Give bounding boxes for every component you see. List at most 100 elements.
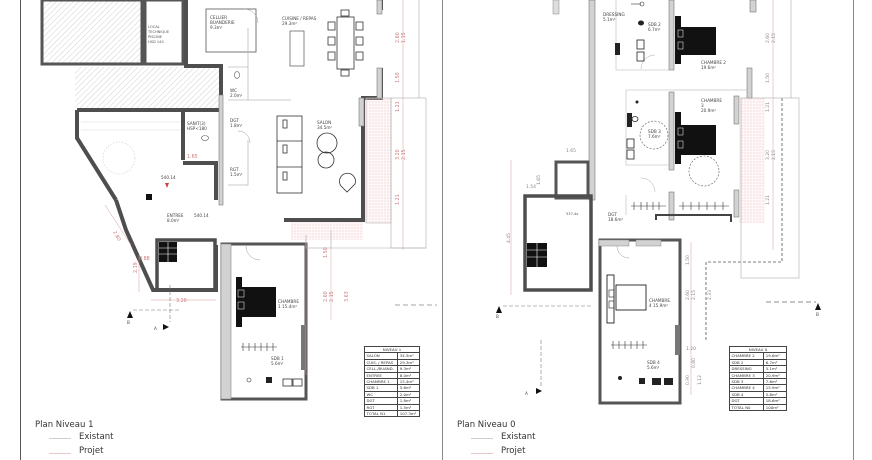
plan-title: Plan Niveau 1 bbox=[35, 420, 94, 430]
svg-text:2.15: 2.15 bbox=[401, 149, 407, 160]
legend-label-existant: Existant bbox=[501, 432, 536, 442]
svg-text:3.20: 3.20 bbox=[765, 150, 771, 160]
svg-text:CUISINE / REPAS: CUISINE / REPAS bbox=[282, 16, 317, 21]
bed-chambre-4 bbox=[606, 274, 647, 324]
svg-text:1.50: 1.50 bbox=[685, 255, 691, 265]
svg-text:B: B bbox=[127, 320, 130, 325]
dim-label: 2.60 bbox=[395, 32, 401, 43]
svg-text:1.50: 1.50 bbox=[323, 247, 329, 258]
wardrobes bbox=[631, 202, 729, 210]
svg-text:4.45: 4.45 bbox=[506, 233, 512, 243]
svg-text:18.6m²: 18.6m² bbox=[608, 217, 623, 222]
svg-text:7.6m²: 7.6m² bbox=[648, 134, 661, 139]
svg-text:1.21: 1.21 bbox=[395, 194, 401, 205]
svg-text:RGT: RGT bbox=[230, 167, 239, 172]
svg-text:3.63: 3.63 bbox=[344, 291, 350, 302]
svg-text:1.5m²: 1.5m² bbox=[230, 172, 243, 177]
table-row: CELL./BUAND.9.3m² bbox=[363, 365, 420, 373]
svg-text:34.5m²: 34.5m² bbox=[317, 125, 332, 130]
svg-text:DGT: DGT bbox=[608, 212, 617, 217]
svg-text:1.65: 1.65 bbox=[187, 154, 198, 160]
svg-text:LOCAL: LOCAL bbox=[148, 25, 160, 29]
svg-text:1.8m²: 1.8m² bbox=[230, 123, 243, 128]
area-table-header: NIVEAU 1 bbox=[364, 345, 420, 354]
svg-text:2.0m²: 2.0m² bbox=[230, 93, 243, 98]
svg-text:TECHNIQUE: TECHNIQUE bbox=[147, 30, 170, 34]
svg-text:1.65: 1.65 bbox=[536, 175, 542, 185]
svg-text:WC: WC bbox=[230, 88, 237, 93]
svg-text:SDB 4: SDB 4 bbox=[647, 360, 660, 365]
sdb-2-fixtures bbox=[615, 1, 645, 62]
svg-text:1.65: 1.65 bbox=[566, 148, 576, 154]
svg-text:SDB 2: SDB 2 bbox=[648, 22, 661, 27]
armchair bbox=[339, 172, 356, 193]
area-table-header: NIVEAU 0 bbox=[729, 345, 787, 354]
section-marker-b: B bbox=[127, 309, 181, 325]
sdb-1-fixtures bbox=[246, 377, 303, 387]
svg-text:CHAMBRE 2: CHAMBRE 2 bbox=[701, 60, 726, 65]
svg-text:B: B bbox=[816, 312, 819, 317]
svg-text:2.33: 2.33 bbox=[707, 290, 713, 300]
terrace-tiles bbox=[365, 97, 392, 224]
kitchen-island bbox=[289, 30, 305, 67]
svg-text:A: A bbox=[154, 326, 157, 331]
svg-text:2.15: 2.15 bbox=[329, 291, 335, 302]
floor-plan-niveau-1: 2.60 1.15 1.50 1.21 3.20 2.15 1.21 1.65 … bbox=[40, 0, 437, 401]
bed-chambre-2 bbox=[675, 16, 716, 64]
svg-text:6.7m²: 6.7m² bbox=[648, 27, 661, 32]
svg-text:537.4x: 537.4x bbox=[566, 212, 579, 216]
wardrobe-chambre-1 bbox=[241, 343, 277, 351]
svg-text:2.19: 2.19 bbox=[133, 262, 139, 273]
svg-text:0.88: 0.88 bbox=[139, 256, 150, 262]
svg-text:2.60: 2.60 bbox=[323, 291, 329, 302]
svg-text:CHAMBRE: CHAMBRE bbox=[649, 298, 670, 303]
legend-label-existant: Existant bbox=[79, 432, 114, 442]
svg-text:19.6m²: 19.6m² bbox=[701, 65, 716, 70]
sdb-3-fixtures bbox=[626, 100, 669, 160]
svg-text:0.80: 0.80 bbox=[691, 358, 697, 368]
legend-label-projet: Projet bbox=[501, 446, 526, 456]
svg-text:3.20: 3.20 bbox=[176, 298, 187, 304]
svg-text:9.3m²: 9.3m² bbox=[210, 25, 223, 30]
svg-text:5.1m²: 5.1m² bbox=[603, 17, 616, 22]
svg-text:1.12: 1.12 bbox=[697, 375, 703, 385]
section-marker-a: A bbox=[154, 285, 171, 331]
column bbox=[146, 194, 152, 200]
svg-text:540.14: 540.14 bbox=[194, 213, 209, 218]
svg-text:SDB 3: SDB 3 bbox=[648, 129, 661, 134]
section-marker-b-right: B bbox=[815, 303, 821, 317]
svg-text:DGT: DGT bbox=[230, 118, 239, 123]
floor-plan-niveau-0: 2.60 2.15 1.50 1.21 3.20 2.15 1.21 1.65 … bbox=[496, 0, 821, 405]
svg-text:3: 3 bbox=[701, 103, 704, 108]
level-marker-icon bbox=[165, 183, 169, 188]
svg-text:A: A bbox=[525, 391, 528, 396]
svg-text:5.6m²: 5.6m² bbox=[271, 361, 284, 366]
legend-line-existant bbox=[471, 438, 493, 439]
bed-chambre-1 bbox=[236, 277, 276, 327]
svg-text:1.21: 1.21 bbox=[395, 101, 401, 112]
svg-text:2.60: 2.60 bbox=[765, 33, 771, 43]
svg-text:2.60: 2.60 bbox=[685, 290, 691, 300]
svg-text:5.6m²: 5.6m² bbox=[647, 365, 660, 370]
sofa bbox=[276, 115, 303, 194]
svg-text:1.50: 1.50 bbox=[765, 73, 771, 83]
svg-text:2.80: 2.80 bbox=[111, 230, 122, 242]
stair-rotation-zone bbox=[102, 141, 136, 175]
legend-line-projet bbox=[471, 453, 493, 454]
cellier-room bbox=[205, 8, 257, 53]
svg-text:540.14: 540.14 bbox=[161, 175, 176, 180]
svg-text:2.15: 2.15 bbox=[691, 290, 697, 300]
section-marker-a: A bbox=[525, 340, 542, 396]
svg-text:1.50: 1.50 bbox=[395, 72, 401, 83]
